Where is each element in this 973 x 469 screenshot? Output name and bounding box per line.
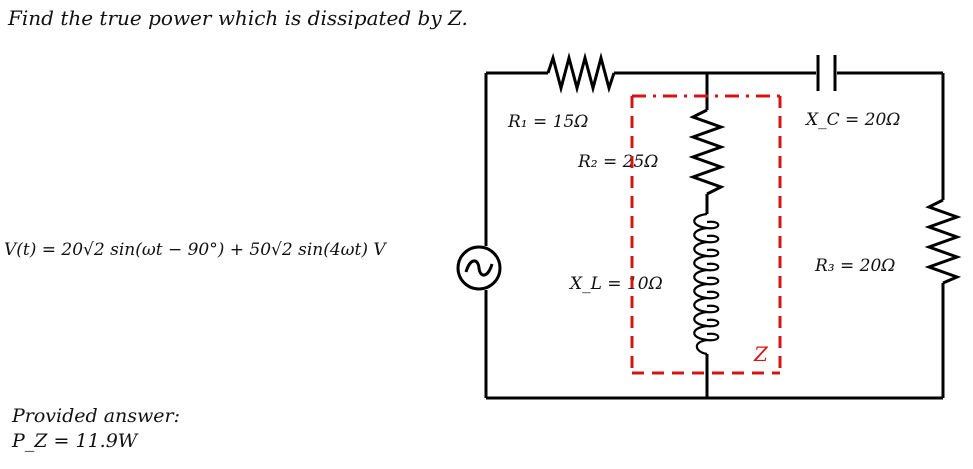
z-label: Z	[754, 342, 768, 366]
r1-resistor	[546, 52, 616, 94]
r3-label: R₃ = 20Ω	[815, 256, 896, 276]
xc-label: X_C = 20Ω	[806, 110, 901, 130]
provided-answer-label: Provided answer:	[12, 405, 181, 427]
r2-resistor	[688, 108, 726, 196]
r1-label: R₁ = 15Ω	[508, 112, 589, 132]
xl-inductor	[693, 212, 720, 356]
z-boundary	[630, 94, 782, 375]
xl-label: X_L = 10Ω	[570, 274, 663, 294]
problem-statement: Find the true power which is dissipated …	[8, 6, 468, 30]
source-voltage-equation: V(t) = 20√2 sin(ωt − 90°) + 50√2 sin(4ωt…	[4, 240, 386, 260]
r2-label: R₂ = 25Ω	[578, 152, 659, 172]
provided-answer-value: P_Z = 11.9W	[12, 430, 138, 452]
ac-source-icon	[456, 245, 502, 291]
r3-resistor	[924, 198, 962, 285]
